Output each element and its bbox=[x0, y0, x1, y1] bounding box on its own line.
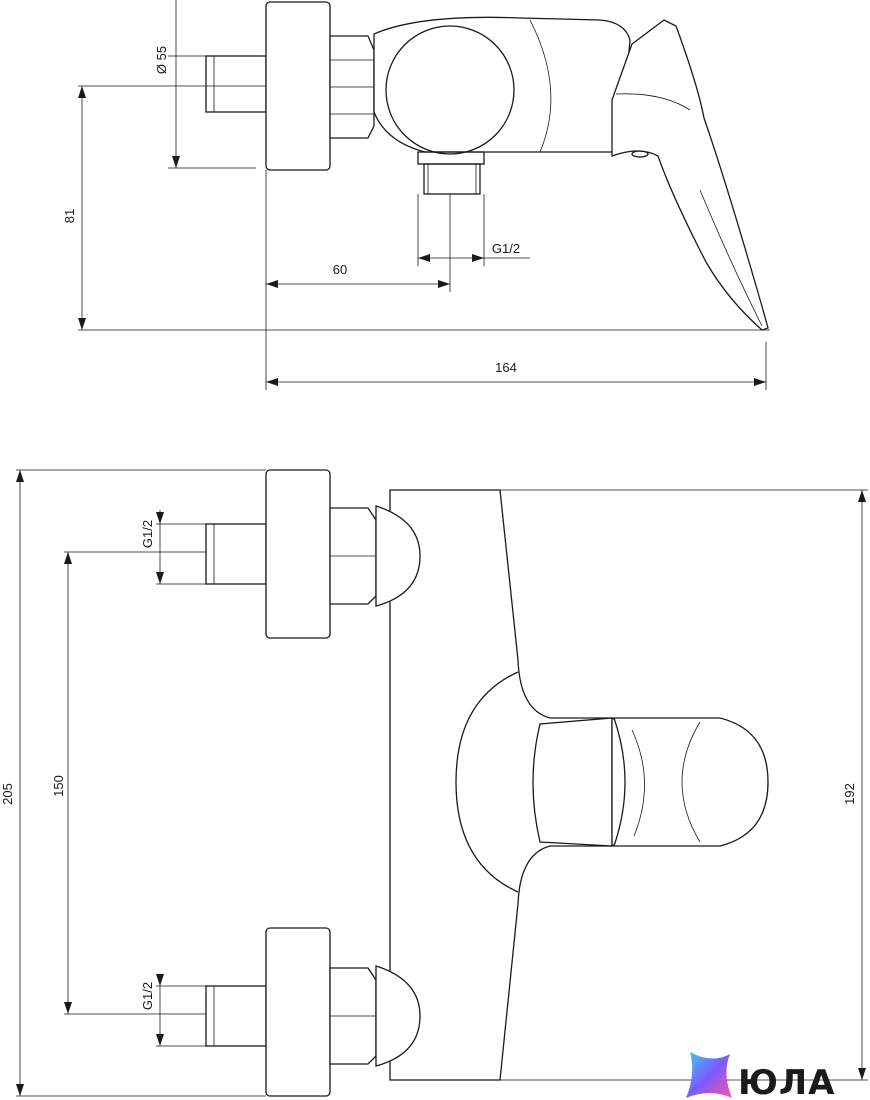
dim-spacing-label: 150 bbox=[51, 775, 66, 797]
yula-logo: ЮЛА bbox=[686, 1052, 835, 1100]
front-bottom-cap bbox=[375, 965, 421, 1067]
side-view: Ø 55 81 60 G1/2 164 bbox=[62, 0, 770, 390]
front-dome bbox=[455, 671, 519, 893]
dim-thread-label: G1/2 bbox=[492, 241, 520, 256]
front-top-wall-flange bbox=[265, 469, 331, 639]
side-wall-flange bbox=[265, 1, 331, 171]
front-bottom-inlet-pipe bbox=[205, 985, 267, 1047]
dim-height-label: 81 bbox=[62, 209, 77, 223]
dim-length-label: 164 bbox=[495, 360, 517, 375]
front-handle-base bbox=[532, 717, 613, 847]
side-outlet-thread bbox=[423, 163, 481, 195]
front-top-cap bbox=[375, 505, 421, 607]
side-mixer-body bbox=[373, 16, 631, 153]
logo-text: ЮЛА bbox=[738, 1063, 835, 1100]
dim-body-height-label: 192 bbox=[842, 783, 857, 805]
dim-thread-top-label: G1/2 bbox=[140, 520, 155, 548]
dim-thread-bottom-label: G1/2 bbox=[140, 982, 155, 1010]
front-top-inlet-pipe bbox=[205, 523, 267, 585]
side-cartridge-cap bbox=[385, 25, 515, 155]
front-bottom-wall-flange bbox=[265, 927, 331, 1097]
front-handle-lever bbox=[613, 717, 769, 847]
side-inlet-pipe bbox=[205, 55, 267, 113]
dim-offset-label: 60 bbox=[333, 262, 347, 277]
dim-diameter-label: Ø 55 bbox=[154, 46, 169, 74]
yula-star-icon bbox=[686, 1052, 732, 1098]
front-view: G1/2 G1/2 150 205 192 bbox=[0, 469, 868, 1097]
dim-total-height-label: 205 bbox=[0, 783, 15, 805]
side-handle-lever bbox=[611, 19, 769, 331]
